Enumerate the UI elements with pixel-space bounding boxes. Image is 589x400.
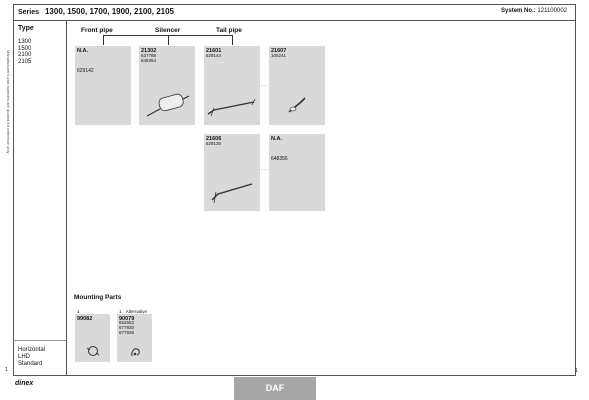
disclaimer-text: Manufacturer's part numbers are quoted f… bbox=[6, 50, 11, 154]
part-code: 99082 bbox=[77, 316, 93, 322]
part-reference: 677930 bbox=[119, 324, 135, 330]
part-reference: 662652 bbox=[119, 320, 135, 325]
part-reference: 629144 bbox=[206, 53, 222, 58]
part-code: 21302 bbox=[141, 48, 157, 54]
part-code: N.A. bbox=[271, 136, 282, 142]
connector-line bbox=[232, 35, 233, 45]
part-reference: 648354 bbox=[141, 57, 157, 63]
mount-quantity: 1 Alternative bbox=[119, 309, 147, 314]
mount-note: Alternative bbox=[125, 309, 148, 314]
connector-line bbox=[103, 35, 232, 36]
part-code: N.A. bbox=[77, 48, 88, 54]
silencer-drawing bbox=[146, 93, 190, 117]
type-item: 1500 bbox=[18, 45, 32, 52]
continuation-dots: ··· bbox=[261, 167, 270, 173]
column-front-pipe: Front pipe bbox=[81, 27, 113, 34]
part-references: 629144 bbox=[206, 53, 222, 59]
part-reference: 677938 bbox=[119, 329, 135, 335]
part-card-silencer[interactable]: 21302 637788 648354 bbox=[139, 46, 195, 125]
disclaimer: Manufacturer's part numbers are quoted f… bbox=[3, 50, 11, 350]
tail-pipe-drawing bbox=[288, 97, 306, 113]
tail-pipe-drawing bbox=[207, 98, 256, 117]
part-code: 90079 bbox=[119, 316, 135, 322]
sidebar-divider bbox=[66, 20, 67, 376]
part-references: 637788 648354 bbox=[141, 53, 157, 64]
mount-quantity: 1 bbox=[77, 309, 80, 314]
mount-part-card[interactable]: 90079 662652 677930 677938 bbox=[117, 314, 152, 362]
series-heading: Series 1300, 1500, 1700, 1900, 2100, 210… bbox=[18, 7, 174, 16]
part-card-tail-pipe[interactable]: 21607 105241 bbox=[269, 46, 325, 125]
part-card-tail-pipe[interactable]: 21606 629135 bbox=[204, 134, 260, 211]
config-drive: LHD bbox=[18, 354, 31, 360]
mount-quantity-value: 1 bbox=[119, 309, 122, 314]
part-code: 21601 bbox=[206, 48, 222, 54]
part-references: 662652 677930 677938 bbox=[119, 320, 135, 335]
clamp-icon bbox=[86, 346, 100, 356]
config-orientation: Horizontal bbox=[18, 347, 46, 353]
tail-pipe-drawing bbox=[211, 183, 253, 204]
brand-label: DAF bbox=[234, 377, 316, 400]
part-reference: 637788 bbox=[141, 53, 157, 58]
bottom-info-divider bbox=[13, 340, 66, 341]
part-reference: 648356 bbox=[271, 156, 288, 162]
part-reference: 105241 bbox=[271, 53, 287, 58]
page-number: 1 bbox=[575, 368, 578, 374]
part-code: 21607 bbox=[271, 48, 287, 54]
config-variant: Standard bbox=[18, 361, 43, 367]
series-models: 1300, 1500, 1700, 1900, 2100, 2105 bbox=[44, 7, 174, 16]
column-silencer: Silencer bbox=[155, 27, 181, 34]
column-tail-pipe: Tail pipe bbox=[216, 27, 242, 34]
page-frame bbox=[13, 4, 576, 376]
connector-line bbox=[168, 35, 169, 45]
system-label: System No.: bbox=[501, 8, 536, 14]
part-references: 629135 bbox=[206, 141, 222, 147]
part-code: 21606 bbox=[206, 136, 222, 142]
continuation-dots: ··· bbox=[261, 83, 270, 89]
part-card-tail-pipe[interactable]: 21601 629144 bbox=[204, 46, 260, 125]
part-card-tail-pipe[interactable]: N.A. 648356 bbox=[269, 134, 325, 211]
system-value: 121100002 bbox=[537, 8, 567, 14]
mounting-parts-title: Mounting Parts bbox=[74, 294, 122, 301]
header-divider bbox=[13, 20, 576, 21]
part-reference: 629142 bbox=[77, 68, 94, 74]
type-list: 1300 1500 2100 2105 bbox=[18, 39, 31, 65]
series-label: Series bbox=[18, 9, 40, 16]
type-item: 1300 bbox=[18, 39, 32, 45]
brand-text: DAF bbox=[265, 383, 285, 393]
dinex-logo: dinex bbox=[15, 380, 34, 387]
configuration-info: Horizontal LHD Standard bbox=[18, 347, 45, 368]
type-item: 2105 bbox=[18, 58, 32, 65]
hanger-icon bbox=[131, 348, 140, 357]
type-item: 2100 bbox=[18, 52, 32, 58]
connector-line bbox=[103, 35, 104, 45]
system-number: System No.: 121100002 bbox=[501, 8, 567, 14]
type-title: Type bbox=[18, 25, 34, 32]
part-references: 105241 bbox=[271, 53, 287, 59]
part-reference: 629135 bbox=[206, 141, 222, 146]
page-marker-left: 1 bbox=[5, 367, 8, 373]
mount-part-card[interactable]: 99082 bbox=[75, 314, 110, 362]
part-card-front-pipe[interactable]: N.A. 629142 bbox=[75, 46, 131, 125]
